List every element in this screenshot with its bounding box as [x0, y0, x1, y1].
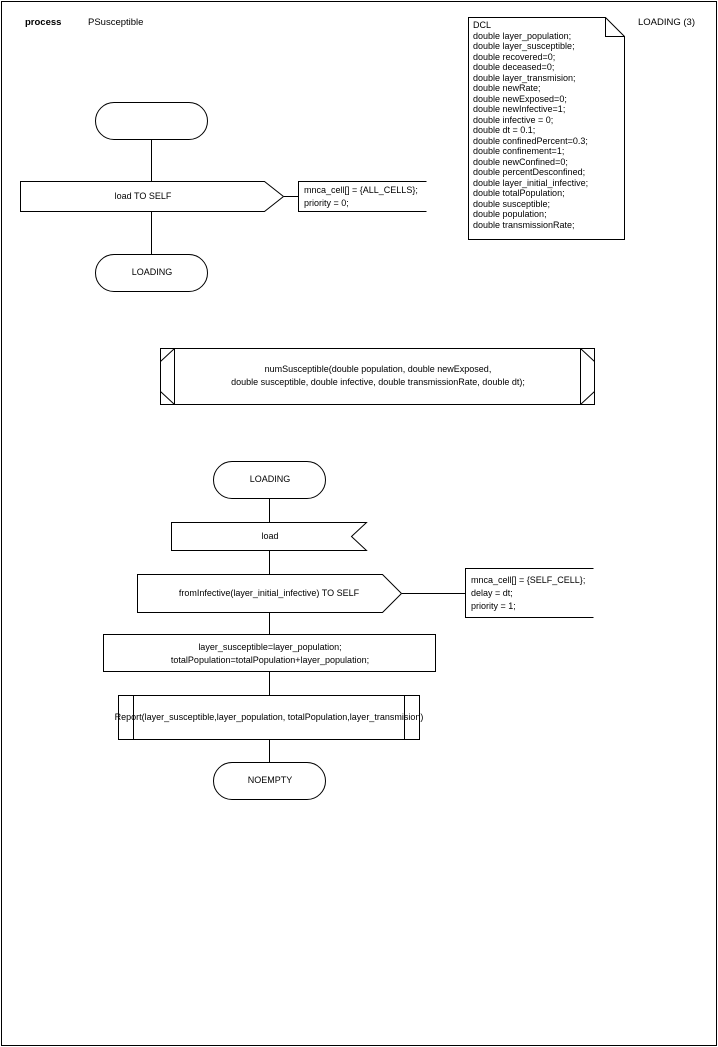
dcl-declaration-line: double newInfective=1; [473, 104, 566, 114]
dcl-declaration-line: double recovered=0; [473, 51, 556, 62]
dcl-declaration-line: double layer_transmision; [473, 72, 576, 83]
comment-bracket [465, 568, 594, 618]
input-label-load: load [261, 531, 279, 541]
output-comment-line-1: mnca_cell[] = {SELF_CELL}; [471, 575, 586, 585]
procedure-call-symbol[interactable] [118, 695, 420, 740]
output-label-load: load TO SELF [114, 191, 172, 201]
dcl-declaration-line: double layer_initial_infective; [473, 177, 589, 188]
state-label-noempty: NOEMPTY [247, 775, 293, 785]
start-symbol[interactable] [95, 102, 208, 140]
dcl-declaration-line: double totalPopulation; [473, 188, 565, 198]
output-comment-line-3: priority = 1; [471, 601, 516, 611]
task-symbol[interactable] [103, 634, 436, 672]
output-symbol-load[interactable] [20, 181, 285, 212]
procedure-corners [160, 348, 595, 405]
comment-bracket [298, 181, 427, 212]
dcl-declaration-line: double dt = 0.1; [473, 125, 536, 135]
task-line-1: layer_susceptible=layer_population; [198, 642, 342, 652]
output-symbol-frominfective[interactable] [137, 574, 403, 613]
dcl-declaration-line: double percentDesconfined; [473, 167, 586, 177]
dcl-declaration-line: double newExposed=0; [473, 93, 567, 104]
state-label-loading: LOADING [249, 474, 291, 484]
state-symbol-loading-2[interactable] [213, 461, 326, 499]
procedure-signature-line-1: numSusceptible(double population, double… [264, 364, 492, 374]
dcl-declaration-line: double deceased=0; [473, 62, 555, 72]
input-symbol-load[interactable] [171, 522, 368, 551]
dcl-declaration-line: double layer_susceptible; [473, 41, 575, 51]
output-label-frominfective: fromInfective(layer_initial_infective) T… [178, 588, 360, 598]
dcl-declaration-line: double susceptible; [473, 198, 551, 209]
output-comment-line-2: priority = 0; [304, 198, 349, 208]
process-name: PSusceptible [88, 17, 144, 28]
page-label: LOADING (3) [638, 17, 696, 28]
dcl-fold-corner [605, 17, 625, 37]
dcl-declaration-line: double confinedPercent=0.3; [473, 135, 588, 146]
task-line-2: totalPopulation=totalPopulation+layer_po… [170, 655, 370, 665]
procedure-call-label: Report(layer_susceptible,layer_populatio… [114, 712, 424, 722]
dcl-declaration-line: double layer_population; [473, 30, 572, 41]
output-comment-line-2: delay = dt; [471, 588, 513, 598]
dcl-declaration-line: double confinement=1; [473, 146, 565, 156]
state-symbol-loading[interactable] [95, 254, 208, 292]
dcl-declaration-line: double newRate; [473, 83, 541, 93]
dcl-declaration-line: double newConfined=0; [473, 156, 568, 167]
dcl-declaration-line: double transmissionRate; [473, 219, 575, 230]
procedure-signature-line-2: double susceptible, double infective, do… [231, 377, 525, 387]
output-comment-line-1: mnca_cell[] = {ALL_CELLS}; [304, 185, 418, 195]
dcl-text-symbol[interactable] [468, 17, 625, 240]
state-symbol-noempty[interactable] [213, 762, 326, 800]
dcl-declaration-line: double infective = 0; [473, 114, 554, 125]
dcl-keyword: DCL [473, 20, 492, 30]
procedure-inner-bars [174, 348, 581, 405]
procedure-symbol[interactable] [160, 348, 595, 405]
dcl-declaration-line: double population; [473, 209, 547, 219]
procedure-call-bars [133, 695, 405, 740]
process-keyword: process [25, 17, 62, 28]
next-state-label: LOADING [131, 267, 173, 277]
